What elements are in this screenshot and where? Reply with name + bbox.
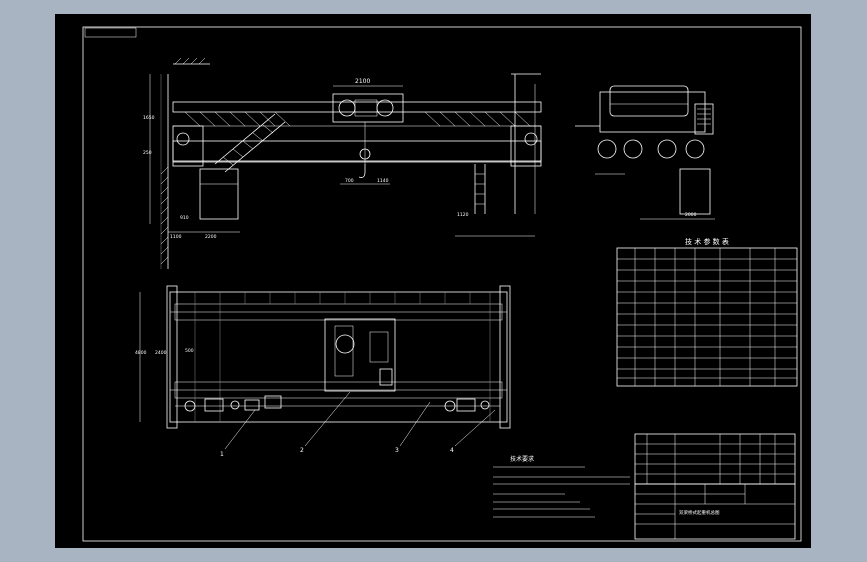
plan-outline bbox=[169, 291, 508, 423]
hook bbox=[358, 164, 366, 178]
part-number-4: 4 bbox=[450, 447, 454, 454]
trolley bbox=[332, 93, 404, 123]
main-girder bbox=[172, 101, 542, 113]
dim-4800: 4800 bbox=[135, 350, 147, 356]
tech-params-title: 技 术 参 数 表 bbox=[685, 237, 729, 246]
drawing-sheet: 2100 1650 250 1100 2200 910 700 1140 112… bbox=[55, 14, 811, 548]
drawing-canvas: 2100 1650 250 1100 2200 910 700 1140 112… bbox=[82, 26, 802, 542]
dim-span-top: 2100 bbox=[355, 78, 370, 85]
plan-trolley bbox=[324, 318, 396, 392]
tech-params-table: 技 术 参 数 表 bbox=[616, 237, 798, 387]
dim-700: 700 bbox=[345, 178, 354, 184]
code-box bbox=[84, 27, 137, 38]
dim-910: 910 bbox=[180, 215, 189, 221]
dim-1100: 1100 bbox=[170, 234, 182, 240]
dim-1120: 1120 bbox=[457, 212, 469, 218]
title-block: 双梁桥式起重机总图 bbox=[634, 483, 796, 540]
sheet-frame bbox=[82, 26, 802, 542]
dim-2200: 2200 bbox=[205, 234, 217, 240]
dim-250: 250 bbox=[143, 150, 152, 156]
dim-2000: 2000 bbox=[685, 212, 697, 218]
dim-500: 500 bbox=[185, 348, 194, 354]
title-block-name: 双梁桥式起重机总图 bbox=[679, 509, 720, 516]
notes-title: 技术要求 bbox=[510, 455, 534, 463]
plan-view: 4800 2400 500 1 2 3 4 bbox=[135, 285, 511, 458]
front-elevation-view: 2100 1650 250 1100 2200 910 700 1140 112… bbox=[143, 57, 542, 269]
dim-1650: 1650 bbox=[143, 115, 155, 121]
dim-1140: 1140 bbox=[377, 178, 389, 184]
part-number-3: 3 bbox=[395, 447, 399, 454]
side-view: 2000 bbox=[575, 85, 715, 220]
part-number-1: 1 bbox=[220, 451, 224, 458]
parts-list bbox=[634, 433, 796, 485]
dim-2400: 2400 bbox=[155, 350, 167, 356]
part-number-2: 2 bbox=[300, 447, 304, 454]
technical-notes: 技术要求 bbox=[493, 455, 630, 518]
bridge-girder bbox=[172, 140, 542, 162]
operator-cab bbox=[199, 168, 239, 220]
